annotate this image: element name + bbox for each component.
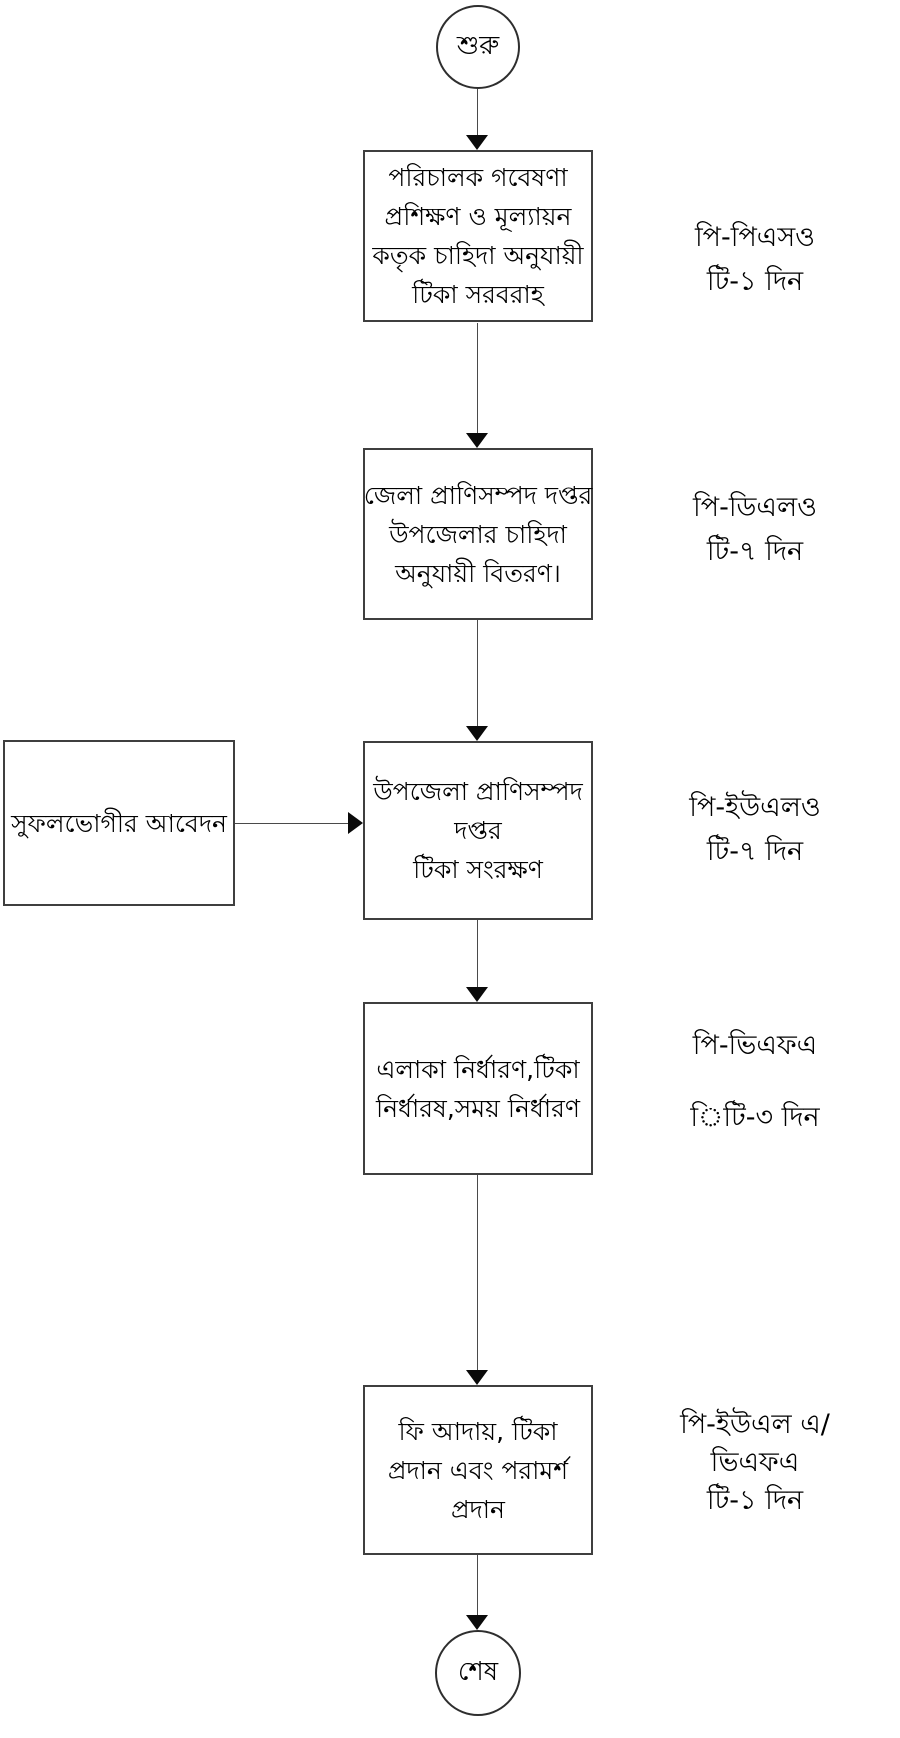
arrow-head-down-icon	[466, 135, 488, 150]
arrow-head-down-icon	[466, 433, 488, 448]
side-label-2: পি-ডিএলও টি-৭ দিন	[648, 486, 862, 574]
flow-arrow-3	[466, 620, 488, 741]
side-label-4-duration: িটি-৩ দিন	[690, 1102, 820, 1133]
side-label-4-role: পি-ভিএফএ	[692, 1030, 818, 1061]
process-step-1-line: প্রশিক্ষণ ও মূল্যায়ন	[384, 202, 572, 231]
side-label-2-duration: টি-৭ দিন	[706, 536, 804, 567]
process-step-5-line: প্রদান এবং পরামর্শ	[387, 1455, 569, 1485]
side-label-1-role: পি-পিএসও	[694, 222, 816, 253]
start-label: শুরু	[456, 31, 500, 61]
flow-arrow-1	[466, 89, 488, 150]
arrow-shaft	[476, 323, 478, 433]
side-label-1-duration: টি-১ দিন	[706, 266, 804, 297]
arrow-shaft	[476, 89, 478, 135]
side-label-5-role: পি-ইউএল এ/	[680, 1409, 830, 1440]
process-step-4: এলাকা নির্ধারণ,টিকা নির্ধারষ,সময় নির্ধা…	[363, 1002, 593, 1175]
process-step-2: জেলা প্রাণিসম্পদ দপ্তর উপজেলার চাহিদা অন…	[363, 448, 593, 620]
process-step-1-line: টিকা সরবরাহ	[412, 280, 544, 309]
arrow-head-down-icon	[466, 987, 488, 1002]
side-label-3-duration: টি-৭ দিন	[706, 836, 804, 867]
side-label-2-role: পি-ডিএলও	[693, 492, 817, 523]
arrow-shaft	[235, 822, 348, 824]
side-label-5: পি-ইউএল এ/ ভিএফএ টি-১ দিন	[648, 1406, 862, 1520]
flow-arrow-application	[235, 812, 363, 834]
side-label-5-duration: টি-১ দিন	[706, 1485, 804, 1516]
arrow-shaft	[476, 620, 478, 726]
flow-arrow-4	[466, 920, 488, 1002]
process-step-5: ফি আদায়, টিকা প্রদান এবং পরামর্শ প্রদান	[363, 1385, 593, 1555]
flow-arrow-2	[466, 323, 488, 448]
input-box-label: সুফলভোগীর আবেদন	[11, 808, 227, 838]
end-node: শেষ	[435, 1630, 521, 1716]
flow-arrow-5	[466, 1175, 488, 1385]
side-label-4: পি-ভিএফএ িটি-৩ দিন	[648, 1024, 862, 1140]
process-step-5-line: প্রদান	[451, 1494, 505, 1524]
process-step-3-line: টিকা সংরক্ষণ	[413, 855, 543, 884]
process-step-4-line: নির্ধারষ,সময় নির্ধারণ	[375, 1093, 581, 1123]
process-step-3-line: উপজেলা প্রাণিসম্পদ	[373, 777, 583, 806]
start-node: শুরু	[436, 5, 520, 89]
arrow-shaft	[476, 1555, 478, 1615]
arrow-shaft	[476, 1175, 478, 1370]
arrow-head-right-icon	[348, 812, 363, 834]
side-label-5-role: ভিএফএ	[710, 1447, 800, 1478]
process-step-1: পরিচালক গবেষণা প্রশিক্ষণ ও মূল্যায়ন কতৃ…	[363, 150, 593, 322]
process-step-3: উপজেলা প্রাণিসম্পদ দপ্তর টিকা সংরক্ষণ	[363, 741, 593, 920]
process-step-1-line: কতৃক চাহিদা অনুযায়ী	[372, 241, 584, 270]
arrow-head-down-icon	[466, 1615, 488, 1630]
side-label-3-role: পি-ইউএলও	[689, 792, 821, 823]
process-step-2-line: উপজেলার চাহিদা	[389, 519, 567, 549]
side-label-1: পি-পিএসও টি-১ দিন	[648, 216, 862, 304]
process-step-1-line: পরিচালক গবেষণা	[388, 163, 568, 192]
input-box-application: সুফলভোগীর আবেদন	[3, 740, 235, 906]
process-step-5-line: ফি আদায়, টিকা	[398, 1416, 558, 1446]
process-step-2-line: জেলা প্রাণিসম্পদ দপ্তর	[363, 480, 593, 510]
flow-arrow-6	[466, 1555, 488, 1630]
arrow-head-down-icon	[466, 1370, 488, 1385]
side-label-3: পি-ইউএলও টি-৭ দিন	[648, 786, 862, 874]
end-label: শেষ	[457, 1657, 499, 1687]
process-step-4-line: এলাকা নির্ধারণ,টিকা	[376, 1054, 580, 1084]
process-step-2-line: অনুযায়ী বিতরণ।	[395, 558, 561, 588]
arrow-head-down-icon	[466, 726, 488, 741]
arrow-shaft	[476, 920, 478, 987]
process-step-3-line: দপ্তর	[454, 816, 502, 845]
